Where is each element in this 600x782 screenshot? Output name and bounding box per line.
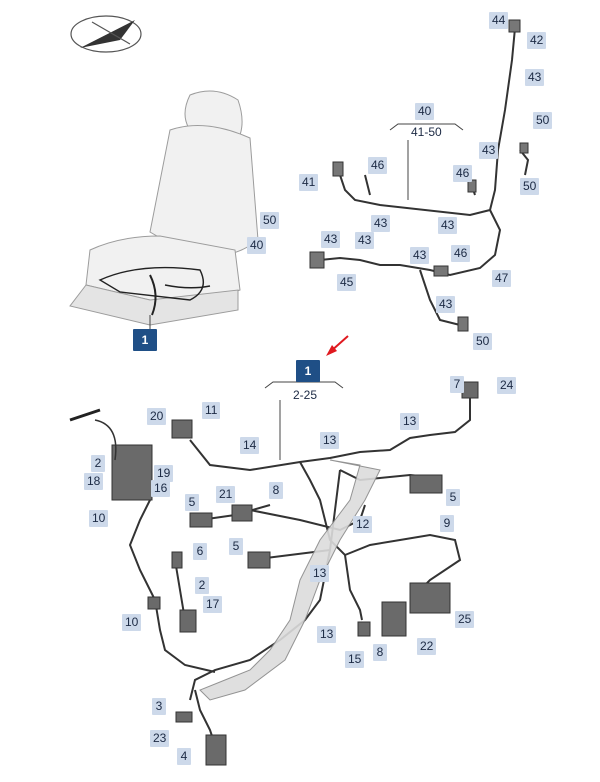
retainer-clip xyxy=(94,419,117,461)
part-callout[interactable]: 10 xyxy=(89,510,109,527)
group-callout-top[interactable]: 40 xyxy=(415,103,435,120)
flex-conduit xyxy=(199,459,381,701)
part-callout[interactable]: 2 xyxy=(91,455,105,472)
part-callout[interactable]: 5 xyxy=(185,494,199,511)
part-callout[interactable]: 43 xyxy=(371,215,391,232)
part-callout[interactable]: 50 xyxy=(533,112,553,129)
part-callout[interactable]: 5 xyxy=(229,538,243,555)
part-callout[interactable]: 17 xyxy=(203,596,223,613)
part-callout[interactable]: 45 xyxy=(337,274,357,291)
part-callout[interactable]: 43 xyxy=(436,296,456,313)
part-callout[interactable]: 9 xyxy=(440,515,454,532)
lower-connectors xyxy=(111,381,479,766)
part-callout[interactable]: 7 xyxy=(450,376,464,393)
part-callout[interactable]: 23 xyxy=(150,730,170,747)
part-callout[interactable]: 46 xyxy=(368,157,388,174)
part-callout[interactable]: 20 xyxy=(147,408,167,425)
part-callout[interactable]: 19 xyxy=(154,465,174,482)
seat-callout[interactable]: 50 xyxy=(260,212,280,229)
part-callout[interactable]: 18 xyxy=(84,473,104,490)
part-callout[interactable]: 46 xyxy=(453,165,473,182)
part-callout[interactable]: 13 xyxy=(317,626,337,643)
part-callout[interactable]: 13 xyxy=(320,432,340,449)
main-callout-bottom[interactable]: 1 xyxy=(296,360,320,382)
part-callout[interactable]: 43 xyxy=(479,142,499,159)
part-callout[interactable]: 8 xyxy=(269,482,283,499)
part-callout[interactable]: 4 xyxy=(177,748,191,765)
part-callout[interactable]: 46 xyxy=(451,245,471,262)
part-callout[interactable]: 2 xyxy=(195,577,209,594)
part-callout[interactable]: 47 xyxy=(492,270,512,287)
group-range-bottom: 2-25 xyxy=(293,388,318,402)
part-callout[interactable]: 50 xyxy=(473,333,493,350)
part-callout[interactable]: 43 xyxy=(321,231,341,248)
part-callout[interactable]: 21 xyxy=(216,486,236,503)
part-callout[interactable]: 43 xyxy=(438,217,458,234)
part-callout[interactable]: 25 xyxy=(455,611,475,628)
seat-illustration xyxy=(69,90,259,326)
part-callout[interactable]: 13 xyxy=(310,565,330,582)
part-callout[interactable]: 10 xyxy=(122,614,142,631)
part-callout[interactable]: 11 xyxy=(202,402,221,419)
part-callout[interactable]: 15 xyxy=(345,651,365,668)
seat-callout[interactable]: 40 xyxy=(247,237,267,254)
logo-icon xyxy=(70,15,142,53)
part-callout[interactable]: 12 xyxy=(353,516,373,533)
tie-strap xyxy=(69,408,101,422)
upper-connectors xyxy=(309,19,529,332)
part-callout[interactable]: 43 xyxy=(410,247,430,264)
main-callout-top[interactable]: 1 xyxy=(133,329,157,351)
part-callout[interactable]: 22 xyxy=(417,638,437,655)
arrow-icon xyxy=(326,335,349,356)
part-callout[interactable]: 41 xyxy=(299,174,319,191)
part-callout[interactable]: 5 xyxy=(446,489,460,506)
group-range-top: 41-50 xyxy=(411,125,442,139)
part-callout[interactable]: 13 xyxy=(400,413,420,430)
part-callout[interactable]: 24 xyxy=(497,377,517,394)
part-callout[interactable]: 6 xyxy=(193,543,207,560)
part-callout[interactable]: 43 xyxy=(355,232,375,249)
part-callout[interactable]: 43 xyxy=(525,69,545,86)
part-callout[interactable]: 50 xyxy=(520,178,540,195)
part-callout[interactable]: 3 xyxy=(152,698,166,715)
part-callout[interactable]: 16 xyxy=(151,480,171,497)
part-callout[interactable]: 42 xyxy=(527,32,547,49)
group-bracket-top xyxy=(389,123,464,200)
part-callout[interactable]: 14 xyxy=(240,437,260,454)
group-bracket-bottom xyxy=(264,381,344,460)
part-callout[interactable]: 44 xyxy=(489,12,509,29)
part-callout[interactable]: 8 xyxy=(373,644,387,661)
lower-harness xyxy=(128,395,471,746)
